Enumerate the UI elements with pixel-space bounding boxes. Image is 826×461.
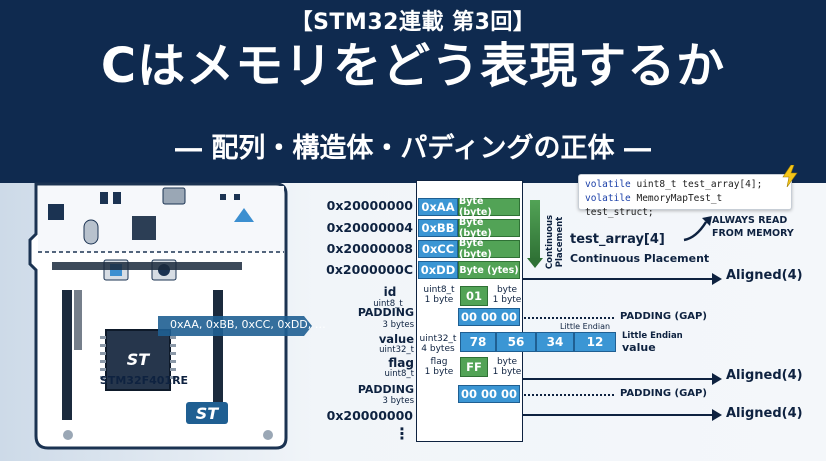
array-cell-value: 0xCC [418,240,458,258]
endian-label: Little Endian [560,322,611,331]
value-byte: 78 [460,332,496,352]
padding-name: PADDING [357,383,414,396]
field-value: 01 [460,286,488,306]
address-label: 0x2000000C [326,262,413,277]
ellipsis-label: ⋮ [394,424,410,443]
array-cell-type: Byte (byte) [458,238,520,260]
padding-name: PADDING [357,306,414,319]
page-subtitle: ― 配列・構造体・パディングの正体 ― [175,133,651,164]
alignment-line [522,278,718,280]
field-name: flag [388,356,414,370]
always-read-note: ALWAYS READ FROM MEMORY [712,215,794,239]
alignment-arrow [712,273,722,285]
field-name: value [378,332,414,346]
field-type: uint8_t [384,369,414,379]
header-banner [0,0,826,183]
value-byte: 34 [536,332,574,352]
alignment-line [522,414,718,416]
data-stream-text: 0xAA, 0xBB, 0xCC, 0xDD, … [170,318,326,331]
continuous-label: Continuous Placement [545,214,565,270]
array-caption: Continuous Placement [570,252,710,265]
continuous-arrow-head [527,258,543,268]
field-type: uint32_t [379,345,414,355]
address-label: 0x20000008 [326,241,413,256]
field-value: FF [460,357,488,377]
array-cell-type: Byte (byte) [458,217,520,239]
padding-note: PADDING (GAP) [620,388,707,399]
address-label: 0x20000004 [326,220,413,235]
array-name: test_array[4] [570,232,665,247]
svg-text:ST: ST [127,350,151,369]
alignment-line [522,378,718,380]
array-cell-type: Byte (byte) [458,196,520,218]
field-type: uint8_t [373,299,403,309]
nucleo-board-illustration: ST ST [28,182,312,450]
value-right-name: value [622,341,656,354]
value-byte: 12 [574,332,616,352]
padding-arrow [524,394,614,396]
mcu-chip-label: STM32F401RE [99,374,189,387]
address-label: 0x20000000 [326,198,413,213]
lightning-icon [782,165,798,187]
padding-value: 00 00 00 [458,308,520,326]
field-name: id [383,285,397,299]
endian-label: Little Endian [622,331,683,341]
alignment-arrow [712,409,722,421]
aligned-label: Aligned(4) [726,268,803,283]
padding-note: PADDING (GAP) [620,311,707,322]
padding-size: 3 bytes [382,396,414,406]
padding-arrow [524,317,614,319]
address-label: 0x20000000 [326,408,413,423]
aligned-label: Aligned(4) [726,368,803,383]
array-cell-value: 0xBB [418,219,458,237]
code-text: uint8_t test_array[4]; [630,179,763,190]
code-keyword: volatile [585,179,631,190]
value-byte: 56 [496,332,536,352]
continuous-arrow [530,200,540,260]
array-cell-value: 0xAA [418,198,458,216]
code-keyword: volatile [585,193,631,204]
page-title: Cはメモリをどう表現するか [100,38,726,94]
aligned-label: Aligned(4) [726,406,803,421]
svg-text:ST: ST [196,404,220,423]
padding-value: 00 00 00 [458,385,520,403]
code-text: MemoryMapTest_t test_struct; [585,193,723,218]
arrow-up-icon [683,216,712,242]
array-cell-type: Byte (ytes) [458,261,520,279]
series-label: 【STM32連載 第3回】 [290,10,536,35]
padding-size: 3 bytes [382,320,414,330]
code-snippet: volatile uint8_t test_array[4]; volatile… [578,174,792,218]
array-cell-value: 0xDD [418,261,458,279]
alignment-arrow [712,373,722,385]
